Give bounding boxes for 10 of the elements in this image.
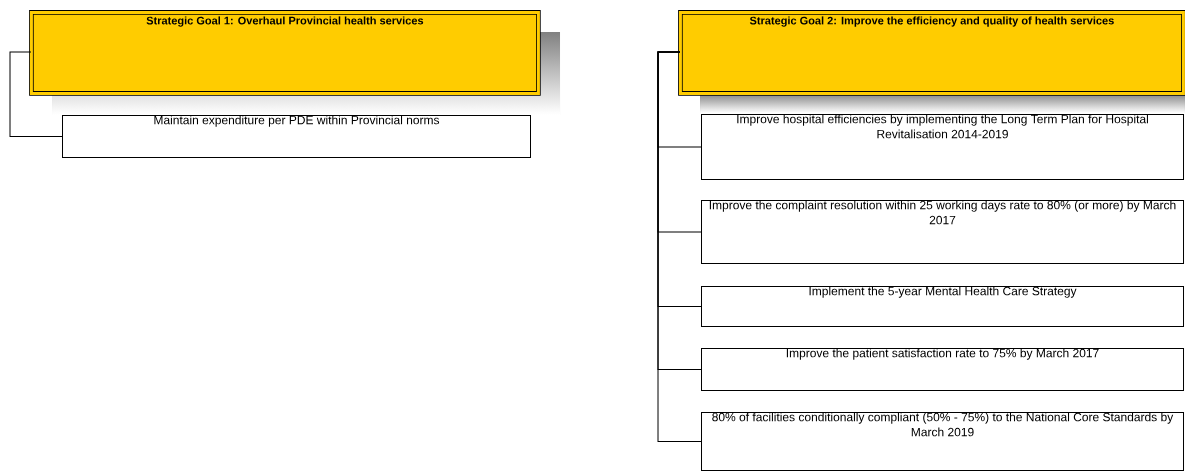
connector-line (657, 51, 702, 442)
objective-box: Improve the complaint resolution within 25 working days rate to 80% (or more) by March 2017 (701, 200, 1184, 264)
objective-box: Improve hospital efficiencies by implementing the Long Term Plan for Hospital Revitalisation 2014-2019 (701, 114, 1184, 180)
goal-box: Strategic Goal 2: Improve the efficiency and quality of health services (678, 10, 1185, 96)
objective-box: 80% of facilities conditionally compliant (50% - 75%) to the National Core Standards by March 2019 (701, 412, 1184, 471)
objective-box: Improve the patient satisfaction rate to 75% by March 2017 (701, 348, 1184, 391)
objective-box: Implement the 5-year Mental Health Care Strategy (701, 286, 1184, 327)
objective-box: Maintain expenditure per PDE within Provincial norms (62, 115, 531, 158)
goal-box: Strategic Goal 1: Overhaul Provincial health services (29, 10, 541, 96)
connector-line (9, 51, 63, 137)
